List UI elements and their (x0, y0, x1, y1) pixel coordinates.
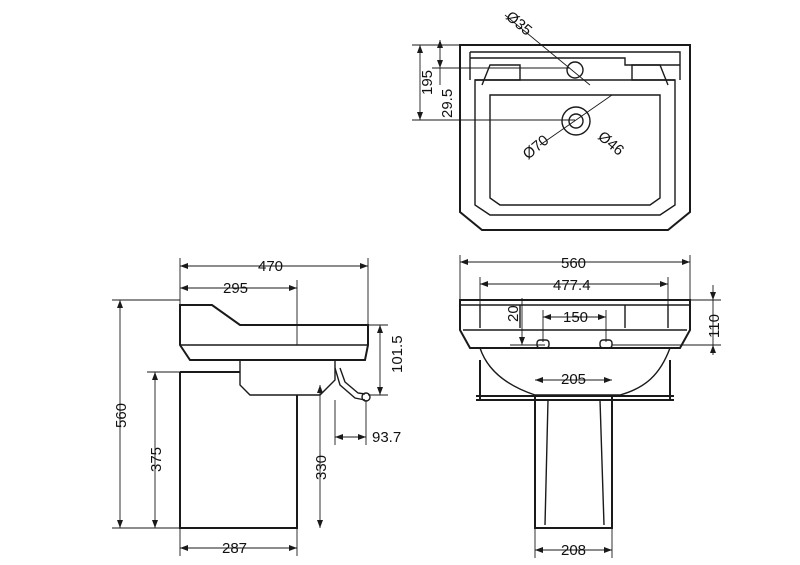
tap-position-label: 295 (223, 280, 248, 297)
basin-outline-top (459, 44, 691, 231)
hole-offset-label: 29.5 (439, 89, 456, 118)
rim-back-ledge (469, 51, 681, 80)
bowl-outer (474, 64, 676, 216)
pedestal-depth-label: 287 (222, 540, 247, 557)
pedestal-front (534, 395, 613, 529)
waste-outer-label: Ø70 (520, 132, 553, 163)
pedestal-width-label: 208 (561, 542, 586, 559)
waste-outer (561, 106, 591, 136)
pedestal-side (179, 371, 298, 529)
pedestal-taper (544, 399, 605, 526)
rail-offset-label: 20 (505, 305, 522, 322)
inner-width-label: 477.4 (553, 277, 591, 294)
trap-projection-label: 93.7 (372, 429, 401, 446)
arrowheads (460, 259, 716, 553)
arrowheads (117, 263, 383, 551)
basin-side-outline (179, 304, 369, 361)
rim-height-label: 101.5 (389, 335, 406, 373)
bowl-inner (489, 94, 661, 206)
trap-outlet (361, 392, 371, 402)
back-depth-label: 195 (419, 70, 436, 95)
side-view: 470 295 101.5 560 375 330 93.7 287 (112, 258, 406, 557)
front-view: 560 477.4 20 150 110 205 208 (459, 255, 723, 559)
tap-hole (566, 61, 584, 79)
front-depth-label: 110 (706, 314, 723, 338)
pedestal-height-label: 375 (148, 447, 165, 472)
waste-trap (334, 367, 366, 401)
depth-label: 470 (258, 258, 283, 275)
bowl-underside (239, 360, 336, 396)
arrowheads (417, 40, 443, 120)
tap-hole-label: Ø35 (502, 8, 535, 39)
towel-rail (476, 360, 674, 401)
waste-inner-label: Ø46 (594, 128, 627, 159)
top-view: Ø35 195 29.5 Ø70 Ø46 (412, 8, 691, 231)
rail-centres-label: 150 (563, 309, 588, 326)
waste-spacing-label: 205 (561, 371, 586, 388)
overall-height-label: 560 (113, 403, 130, 428)
tap-hole-leader (504, 14, 591, 86)
width-label: 560 (561, 255, 586, 272)
trap-height-label: 330 (313, 455, 330, 480)
waste-leader (539, 94, 613, 146)
overflow-panels (479, 305, 669, 328)
waste-inner (568, 113, 584, 129)
